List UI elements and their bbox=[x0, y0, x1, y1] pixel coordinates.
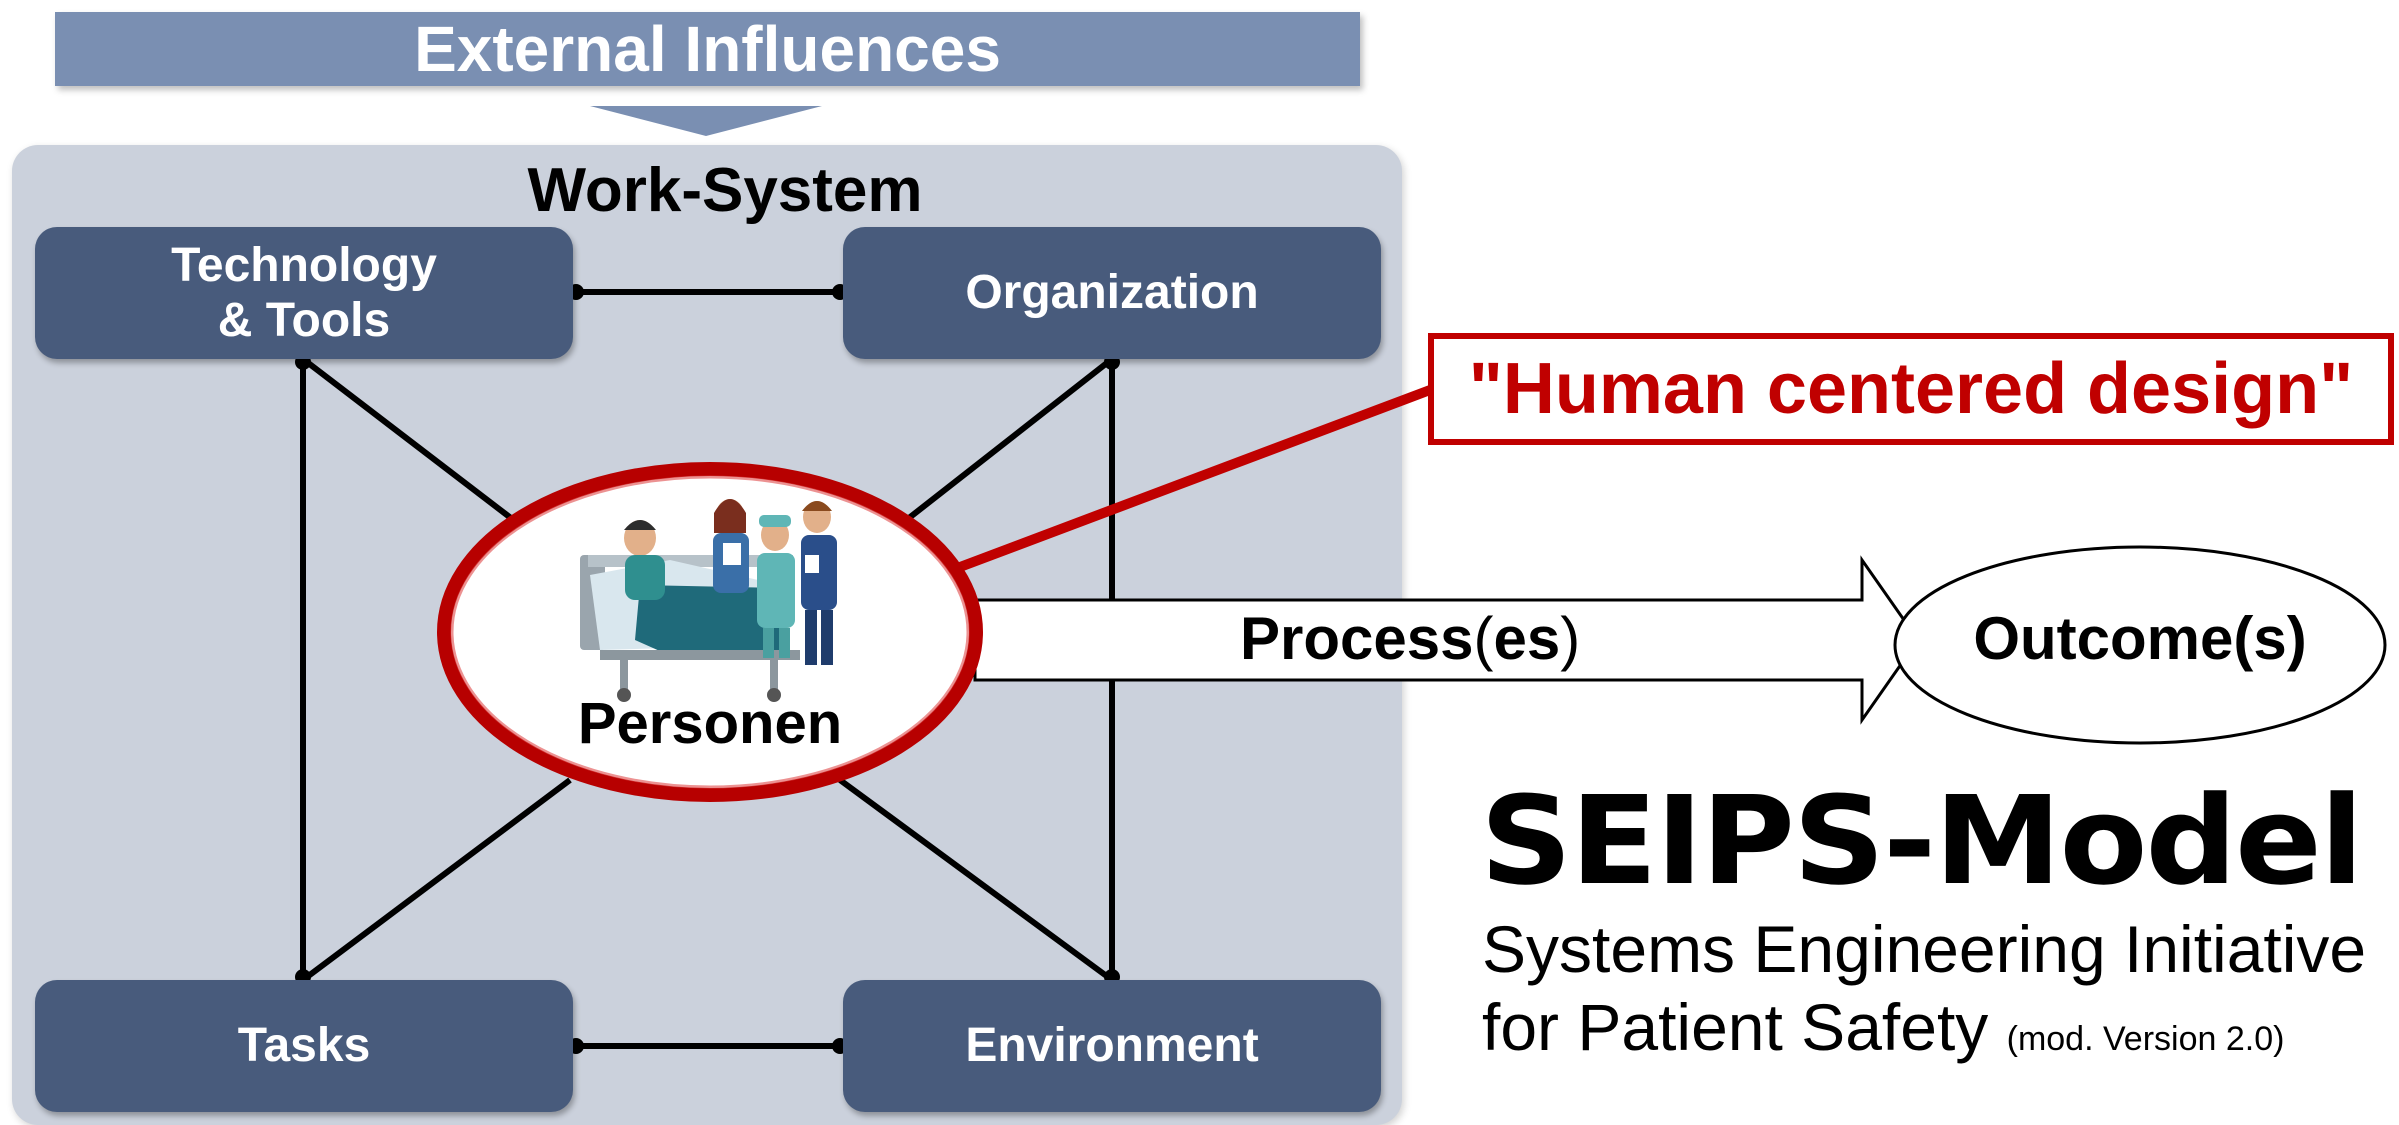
persons-label: Personen bbox=[577, 691, 843, 756]
process-label-suffix: es bbox=[1493, 605, 1561, 672]
process-paren-close: ) bbox=[1560, 605, 1581, 672]
link-env-person bbox=[838, 777, 1114, 983]
external-influence-arrow bbox=[590, 106, 822, 136]
process-label: Process(es) bbox=[1240, 604, 1620, 673]
human-centered-design-callout: "Human centered design" bbox=[1428, 333, 2394, 445]
external-influences-banner: External Influences bbox=[55, 12, 1360, 86]
subtitle-line-2-wrap: for Patient Safety (mod. Version 2.0) bbox=[1482, 988, 2366, 1078]
outcome-label: Outcome(s) bbox=[1973, 605, 2307, 672]
version-note: (mod. Version 2.0) bbox=[2006, 1020, 2285, 1058]
link-org-person bbox=[898, 356, 1114, 528]
link-tasks-person bbox=[301, 777, 572, 983]
process-label-part: Process bbox=[1240, 605, 1474, 672]
medical-staff-illustration bbox=[713, 499, 837, 665]
callout-connector bbox=[958, 385, 1432, 572]
organization-box: Organization bbox=[843, 227, 1381, 359]
model-title: SEIPS-Model bbox=[1480, 770, 2364, 912]
subtitle-line-1: Systems Engineering Initiative bbox=[1482, 912, 2367, 986]
process-arrow bbox=[973, 555, 1920, 725]
process-paren-open: ( bbox=[1473, 605, 1494, 672]
outcome-ellipse bbox=[1893, 545, 2387, 745]
tasks-box: Tasks bbox=[35, 980, 573, 1112]
subtitle-line-2: for Patient Safety bbox=[1482, 990, 1989, 1064]
technology-tools-box: Technology & Tools bbox=[35, 227, 573, 359]
link-tech-person bbox=[301, 356, 522, 528]
work-system-title: Work-System bbox=[527, 156, 923, 225]
environment-box: Environment bbox=[843, 980, 1381, 1112]
model-subtitle: Systems Engineering Initiative for Patie… bbox=[1482, 910, 2366, 1078]
